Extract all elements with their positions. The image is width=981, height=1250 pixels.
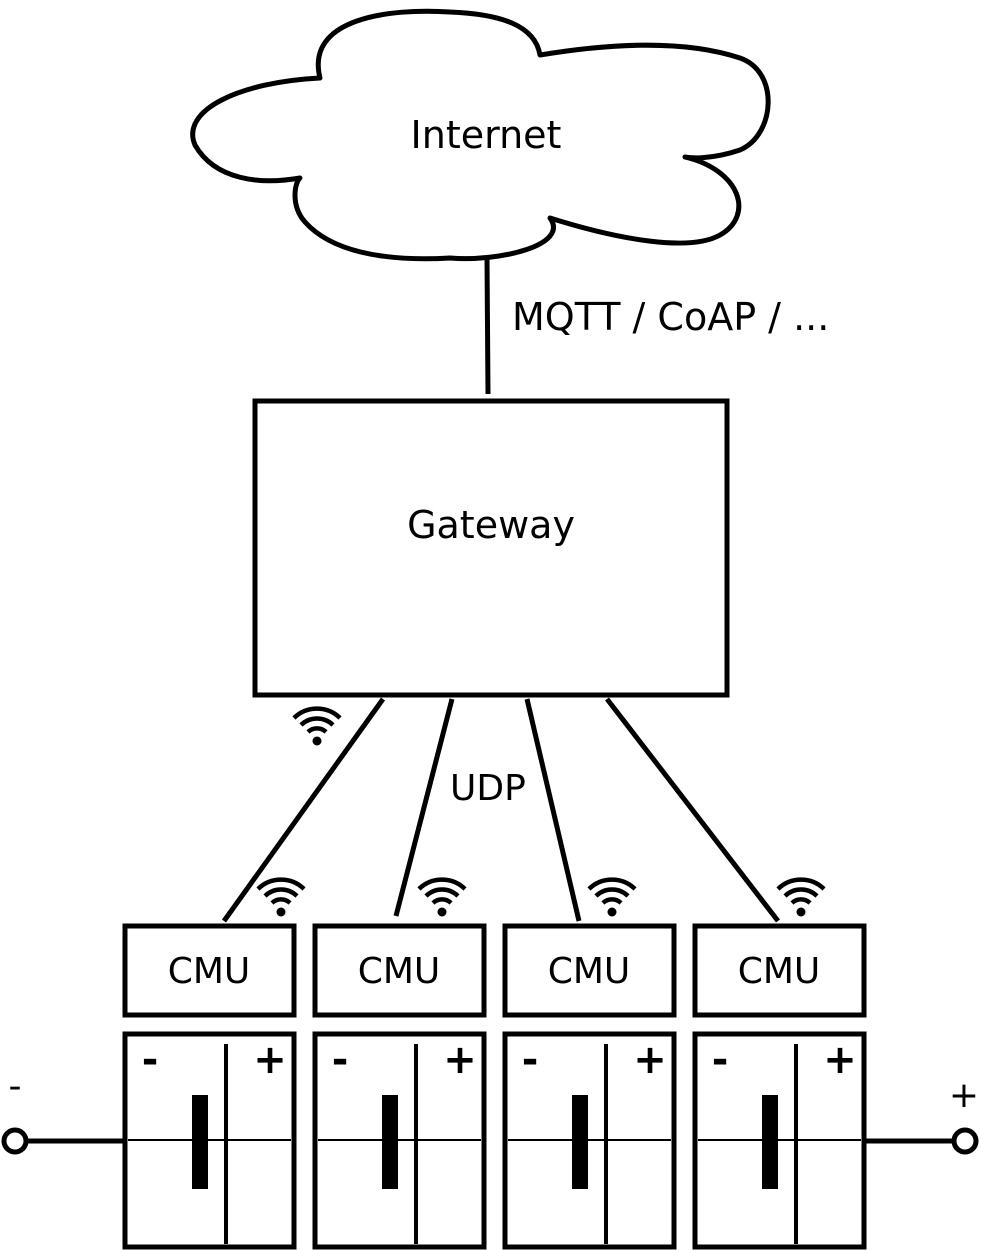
negative-terminal: -: [1, 1066, 125, 1155]
negative-terminal-label: -: [9, 1066, 22, 1107]
gateway-box: Gateway: [252, 398, 730, 698]
cmu-label: CMU: [548, 951, 631, 992]
positive-terminal-label: +: [949, 1075, 979, 1116]
uplink-line: [484, 257, 491, 395]
cell-negative-label: -: [332, 1037, 349, 1083]
battery-cell-4: - +: [692, 1031, 867, 1250]
cell-positive-label: +: [443, 1037, 477, 1083]
cell-negative-label: -: [142, 1037, 159, 1083]
link-cmu-3: [524, 698, 582, 922]
link-cmu-4: [605, 697, 780, 923]
positive-terminal: +: [864, 1075, 979, 1155]
battery-cell-2: - +: [312, 1031, 487, 1250]
cmu-2-wifi-icon: [419, 880, 465, 917]
gateway-label: Gateway: [407, 503, 575, 547]
link-cmu-2: [393, 698, 455, 917]
cmu-label: CMU: [358, 951, 441, 992]
cmu-label: CMU: [168, 951, 251, 992]
battery-cell-3: - +: [502, 1031, 677, 1250]
internet-cloud: Internet: [190, 8, 771, 262]
cell-positive-label: +: [633, 1037, 667, 1083]
cmu-4-wifi-icon: [778, 880, 824, 917]
cmu-label: CMU: [738, 951, 821, 992]
cell-negative-label: -: [522, 1037, 539, 1083]
cmu-box-1: CMU: [122, 923, 297, 1018]
cmu-box-2: CMU: [312, 923, 487, 1018]
internet-label: Internet: [411, 113, 562, 157]
cell-negative-label: -: [712, 1037, 729, 1083]
battery-cell-1: - +: [122, 1031, 297, 1250]
gateway-wifi-icon: [294, 709, 340, 746]
cmu-3-wifi-icon: [589, 880, 635, 917]
cmu-box-3: CMU: [502, 923, 677, 1018]
cmu-1-wifi-icon: [258, 880, 304, 917]
udp-label: UDP: [450, 768, 526, 809]
cmu-box-4: CMU: [692, 923, 867, 1018]
uplink-protocol-label: MQTT / CoAP / ...: [512, 295, 829, 339]
cell-positive-label: +: [253, 1037, 287, 1083]
link-cmu-1: [221, 697, 386, 923]
cell-positive-label: +: [823, 1037, 857, 1083]
